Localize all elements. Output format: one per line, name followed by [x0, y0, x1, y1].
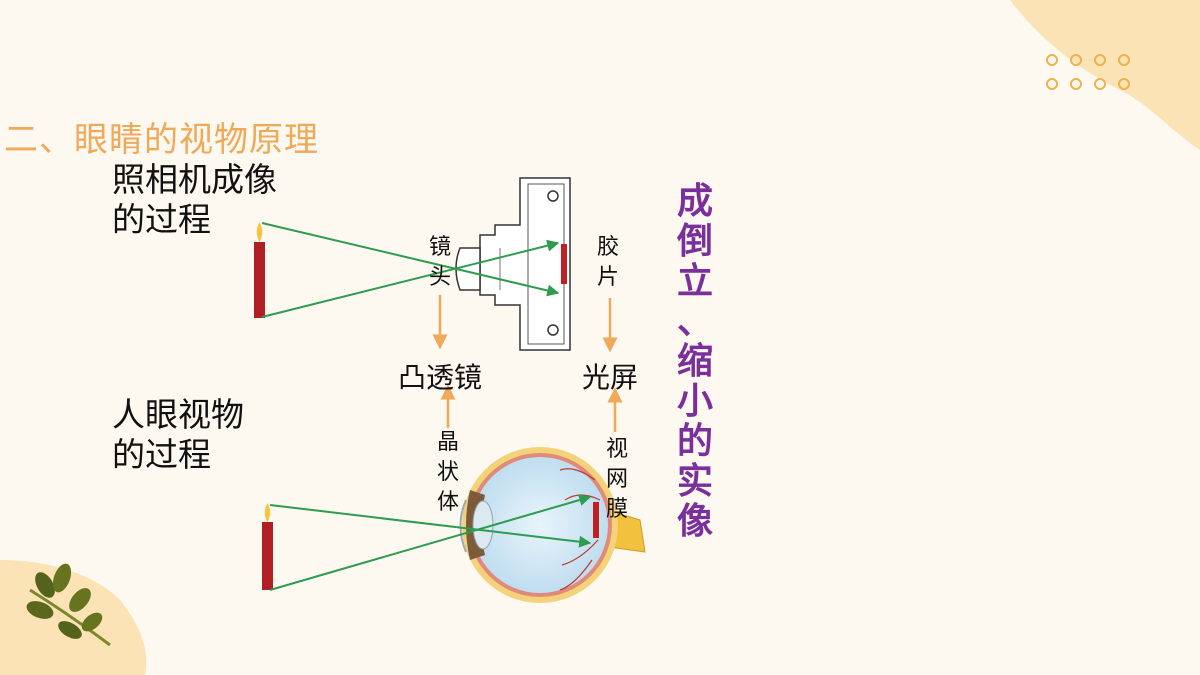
corner-blob-top-right — [1010, 0, 1200, 150]
camera-caption-line2: 的过程 — [112, 200, 211, 239]
retina-image — [593, 502, 599, 538]
conclusion-char: 小 — [676, 381, 713, 422]
crystalline-label-char: 体 — [436, 490, 459, 515]
light-screen-label: 光屏 — [582, 361, 639, 394]
conclusion-char: 成 — [676, 181, 713, 222]
ray-eye-2 — [269, 494, 592, 591]
dots-decoration — [1046, 54, 1130, 90]
candle-object-2 — [262, 503, 273, 590]
conclusion-char: 倒 — [676, 221, 713, 262]
crystalline-label-char: 晶 — [436, 430, 459, 455]
conclusion-char: 、 — [676, 301, 713, 342]
retina-label-char: 膜 — [605, 497, 628, 522]
conclusion-char: 的 — [676, 421, 713, 462]
slide-title: 二、眼睛的视物原理 — [4, 120, 319, 160]
conclusion-char: 立 — [676, 261, 713, 302]
crystalline-label-char: 状 — [436, 460, 459, 485]
conclusion-char: 缩 — [676, 341, 713, 382]
leaf-branch-icon — [26, 563, 111, 647]
retina-label-char: 视 — [605, 437, 628, 462]
candle-object-1 — [254, 222, 265, 318]
camera-caption: 照相机成像 的过程 — [112, 160, 277, 240]
lens-label-char: 头 — [428, 265, 451, 290]
eye-caption-line1: 人眼视物 — [112, 395, 244, 434]
camera-body-diagram — [455, 177, 571, 351]
crystalline-lens-label: 晶 状 体 — [433, 428, 463, 518]
ray-camera-2 — [261, 239, 560, 318]
ray-eye-1 — [269, 504, 592, 548]
retina-label-char: 网 — [605, 467, 628, 492]
convex-lens-label: 凸透镜 — [398, 361, 483, 394]
conclusion-text: 成 倒 立 、 缩 小 的 实 像 — [672, 182, 718, 542]
film-image — [561, 244, 567, 284]
film-label-char: 胶 — [596, 235, 619, 260]
retina-label: 视 网 膜 — [602, 435, 632, 525]
ray-camera-1 — [261, 222, 560, 297]
film-label: 胶 片 — [593, 233, 623, 293]
conclusion-char: 像 — [676, 501, 713, 542]
film-label-char: 片 — [596, 265, 619, 290]
eye-caption-line2: 的过程 — [112, 435, 211, 474]
lens-label: 镜 头 — [425, 233, 455, 293]
eyeball-cross-section — [459, 447, 646, 603]
eye-caption: 人眼视物 的过程 — [112, 395, 244, 475]
conclusion-char: 实 — [676, 461, 713, 502]
lens-label-char: 镜 — [428, 235, 451, 260]
camera-caption-line1: 照相机成像 — [112, 160, 277, 199]
